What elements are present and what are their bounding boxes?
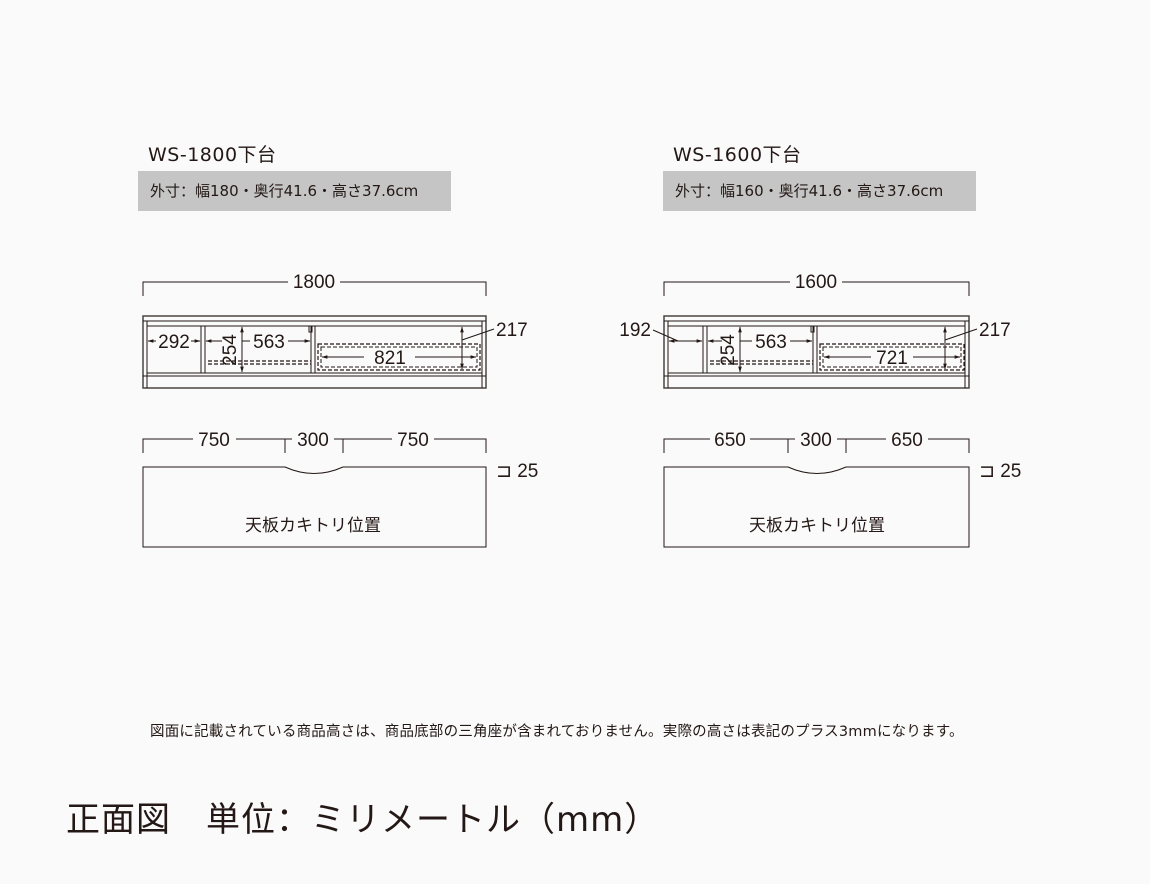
- cutout-label: 天板カキトリ位置: [749, 516, 885, 535]
- dim-middle-height: 254: [718, 334, 739, 366]
- front-dims-ws1800: 1800 292 254 563 821 217: [158, 272, 528, 369]
- top-view-ws1800: [142, 438, 487, 548]
- footer-caption: 正面図 単位：ミリメートル（mm）: [66, 800, 660, 840]
- dim-total-width: 1800: [293, 272, 335, 293]
- dim-left-inner: 292: [158, 332, 190, 353]
- dim-segment-center: 300: [800, 430, 832, 451]
- model-spec-ws1800: 外寸：幅180・奥行41.6・高さ37.6cm: [138, 171, 451, 211]
- dim-segment-right: 750: [397, 430, 429, 451]
- front-dims-ws1600: 1600 192 254 563 721 217: [619, 272, 1010, 369]
- cutout-label: 天板カキトリ位置: [245, 516, 381, 535]
- dim-middle-width: 563: [253, 332, 285, 353]
- model-spec-ws1600: 外寸：幅160・奥行41.6・高さ37.6cm: [663, 171, 976, 211]
- front-view-ws1600: [652, 281, 978, 389]
- dim-total-width: 1600: [795, 272, 837, 293]
- front-view-ws1800: [142, 281, 495, 389]
- dim-segment-right: 650: [891, 430, 923, 451]
- dim-left-inner: 192: [619, 320, 651, 341]
- dim-middle-height: 254: [220, 334, 241, 366]
- dim-thickness: ⊐ 25: [979, 461, 1021, 482]
- dim-right-height: 217: [496, 320, 528, 341]
- top-dims-ws1800: 750 300 750 ⊐ 25 天板カキトリ位置: [198, 430, 538, 535]
- model-title-ws1800: WS-1800下台: [148, 144, 277, 166]
- dim-right-width: 721: [876, 348, 908, 369]
- dim-right-width: 821: [374, 348, 406, 369]
- dim-segment-left: 750: [198, 430, 230, 451]
- dim-right-height: 217: [979, 320, 1011, 341]
- dim-segment-left: 650: [714, 430, 746, 451]
- top-view-ws1600: [663, 438, 970, 548]
- top-dims-ws1600: 650 300 650 ⊐ 25 天板カキトリ位置: [714, 430, 1021, 535]
- dim-segment-center: 300: [297, 430, 329, 451]
- dim-middle-width: 563: [755, 332, 787, 353]
- model-title-ws1600: WS-1600下台: [673, 144, 802, 166]
- height-note: 図面に記載されている商品高さは、商品底部の三角座が含まれておりません。実際の高さ…: [150, 724, 964, 740]
- dim-thickness: ⊐ 25: [496, 461, 538, 482]
